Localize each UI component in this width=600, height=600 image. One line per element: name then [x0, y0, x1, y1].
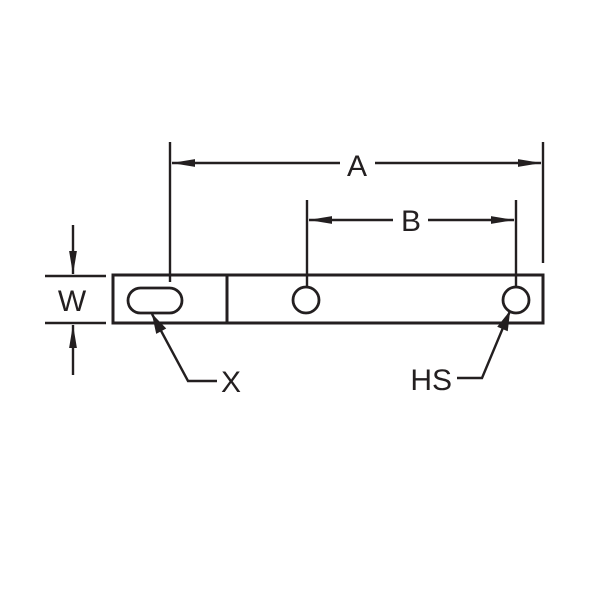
- leader-hs-line: [457, 310, 512, 380]
- bar-body-outline: [111, 273, 545, 325]
- dim-a-label: A: [347, 150, 367, 183]
- leader-hs-label: HS: [410, 364, 452, 397]
- dimension-w: W: [45, 225, 106, 375]
- dimension-a: A: [168, 142, 545, 282]
- dim-b-label: B: [401, 205, 421, 238]
- dimension-b: B: [305, 200, 518, 286]
- hole-right-hs: [501, 285, 531, 315]
- leader-x: X: [150, 313, 241, 399]
- hole-middle: [291, 285, 321, 315]
- slot-cutout: [126, 286, 184, 315]
- leader-x-line: [150, 313, 217, 383]
- part-view: [111, 273, 545, 325]
- leader-x-label: X: [221, 366, 241, 399]
- leader-hs: HS: [410, 310, 512, 397]
- dim-w-label: W: [58, 285, 87, 318]
